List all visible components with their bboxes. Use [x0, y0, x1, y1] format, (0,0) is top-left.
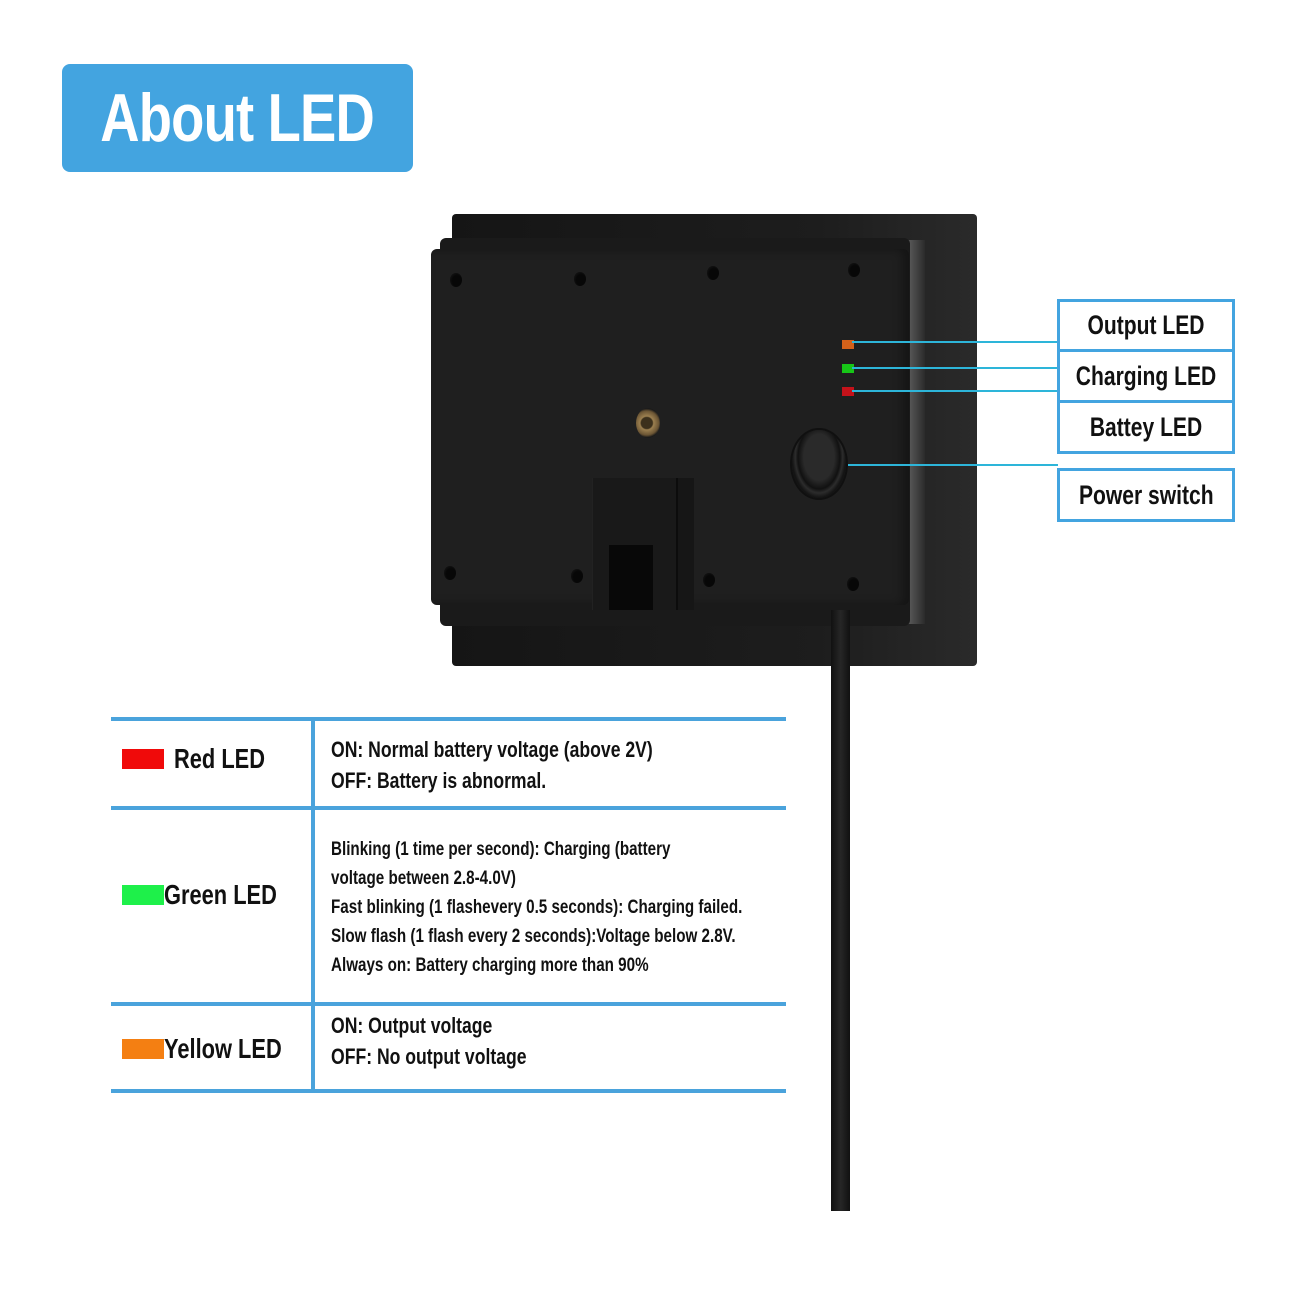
callout-line-battery [852, 390, 1058, 392]
red-swatch-icon [122, 749, 164, 769]
table-row-green-description: Blinking (1 time per second): Charging (… [331, 839, 743, 976]
screw-hole-icon [703, 573, 715, 587]
mounting-clip-bar [676, 478, 694, 610]
power-cable [831, 610, 850, 1211]
battery-led-indicator [842, 387, 854, 396]
screw-hole-icon [450, 273, 462, 287]
table-row-yellow-description: ON: Output voltage OFF: No output voltag… [331, 1013, 527, 1069]
screw-hole-icon [847, 577, 859, 591]
callout-output-led: Output LED [1057, 299, 1235, 352]
power-switch-button[interactable] [792, 430, 846, 498]
table-column-divider [311, 719, 315, 1093]
table-row-green-label: Green LED [122, 879, 309, 911]
table-divider [111, 717, 786, 721]
tripod-mount-icon [636, 408, 660, 438]
title-badge: About LED [62, 64, 413, 172]
table-row-yellow-label: Yellow LED [122, 1033, 315, 1065]
callout-battery-led: Battey LED [1057, 400, 1235, 454]
mounting-clip-slot [609, 545, 653, 610]
screw-hole-icon [707, 266, 719, 280]
table-divider [111, 806, 786, 810]
screw-hole-icon [574, 272, 586, 286]
table-divider [111, 1089, 786, 1093]
output-led-indicator [842, 340, 854, 349]
callout-line-power [848, 464, 1058, 466]
screw-hole-icon [571, 569, 583, 583]
screw-hole-icon [444, 566, 456, 580]
screw-hole-icon [848, 263, 860, 277]
page-title: About LED [100, 80, 376, 156]
charging-led-indicator [842, 364, 854, 373]
table-row-red-label: Red LED [122, 743, 291, 775]
callout-charging-led: Charging LED [1057, 349, 1235, 403]
green-swatch-icon [122, 885, 164, 905]
callout-line-output [852, 341, 1058, 343]
table-divider [111, 1002, 786, 1006]
callout-line-charging [852, 367, 1058, 369]
callout-power-switch: Power switch [1057, 468, 1235, 522]
orange-swatch-icon [122, 1039, 164, 1059]
table-row-red-description: ON: Normal battery voltage (above 2V) OF… [331, 737, 653, 793]
